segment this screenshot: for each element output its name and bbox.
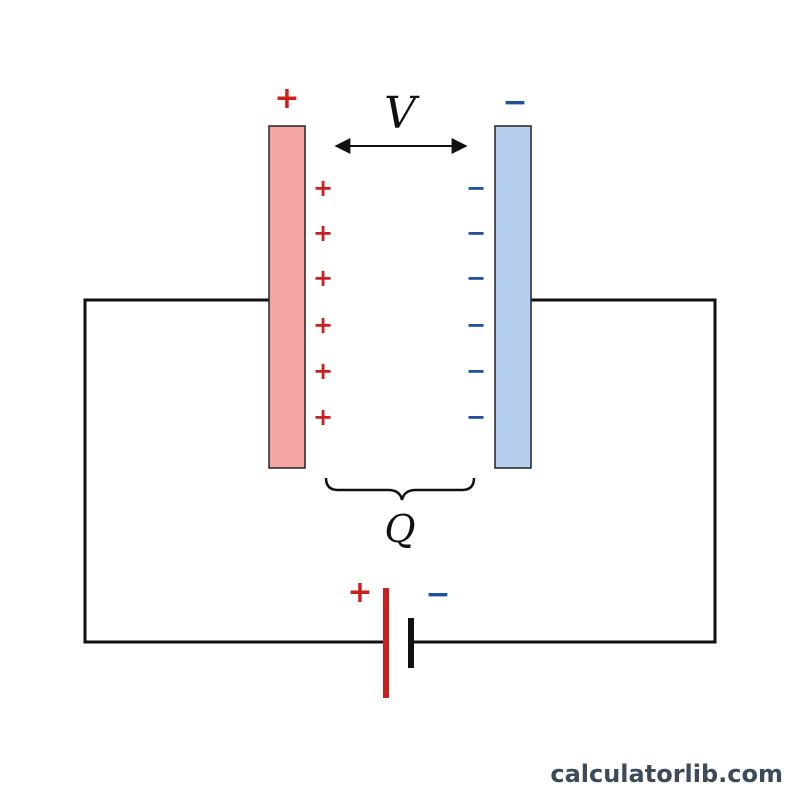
positive-charge: + [313,403,333,431]
charge-label: Q [384,507,415,551]
voltage-label: V [384,88,420,139]
battery-positive-sign: + [347,575,372,610]
positive-charge: + [313,264,333,292]
watermark-text: calculatorlib.com [550,760,783,788]
positive-plate-sign: + [274,81,299,116]
charge-brace [324,477,476,501]
left-wire [83,298,385,644]
positive-charge: + [313,357,333,385]
negative-charge: − [466,264,486,292]
positive-charge: + [313,311,333,339]
positive-charge: + [313,219,333,247]
negative-charge: − [466,357,486,385]
right-wire [410,298,717,644]
positive-charge: + [313,174,333,202]
negative-charge: − [466,403,486,431]
negative-plate-sign: − [502,85,527,120]
negative-plate [494,125,532,469]
negative-charge: − [466,311,486,339]
negative-charges: − − − − − − [466,174,486,431]
battery-negative-sign: − [425,577,450,612]
positive-charges: + + + + + + [313,174,333,431]
negative-charge: − [466,219,486,247]
positive-plate [268,125,306,469]
negative-charge: − [466,174,486,202]
